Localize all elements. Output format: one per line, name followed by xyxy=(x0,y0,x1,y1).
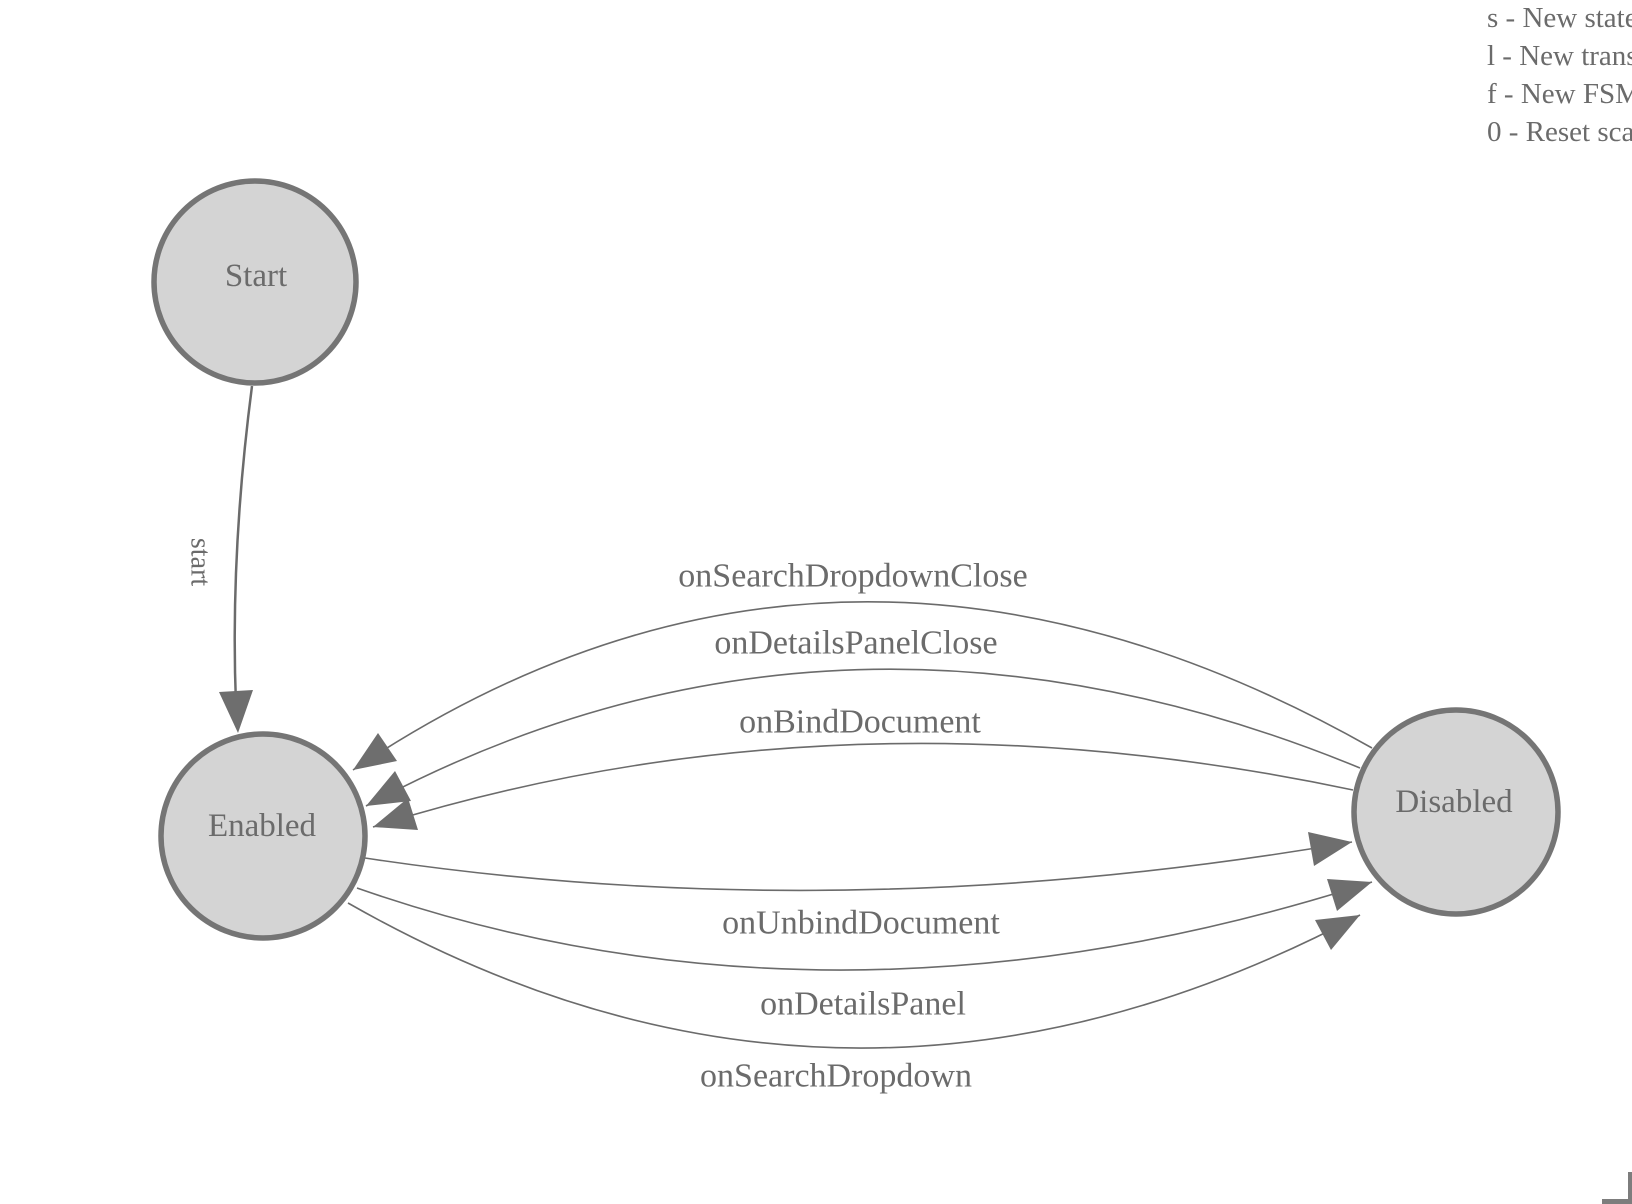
transition-onSearchDropdownClose-edge[interactable] xyxy=(352,601,1373,771)
transition-onSearchDropdown-label: onSearchDropdown xyxy=(700,1058,972,1095)
transition-onSearchDropdownClose-label: onSearchDropdownClose xyxy=(678,558,1027,595)
transition-onUnbindDocument-edge[interactable] xyxy=(364,841,1353,892)
clipped-box-corner-vertical xyxy=(1628,1172,1632,1204)
shortcut-legend: s - New state l - New transition f - New… xyxy=(1487,2,1632,148)
clipped-box-corner xyxy=(1602,1172,1632,1204)
state-node-start: Start xyxy=(151,178,359,386)
arrowhead-icon xyxy=(219,690,253,733)
transition-onDetailsPanelClose-edge[interactable] xyxy=(365,668,1361,807)
clipped-box-corner-horizontal xyxy=(1602,1199,1632,1204)
transition-start-label: start xyxy=(185,538,216,586)
transition-onDetailsPanelClose: onDetailsPanelClose xyxy=(365,625,1361,807)
transition-onBindDocument: onBindDocument xyxy=(372,704,1354,830)
state-node-disabled-circle[interactable] xyxy=(1351,707,1561,917)
transition-onDetailsPanel: onDetailsPanel xyxy=(356,879,1373,1023)
legend-item-new-transition: l - New transition xyxy=(1487,40,1632,72)
state-node-enabled-circle[interactable] xyxy=(158,731,368,941)
transition-onDetailsPanel-label: onDetailsPanel xyxy=(760,986,966,1023)
transition-onSearchDropdown-edge[interactable] xyxy=(347,902,1361,1049)
transition-onSearchDropdownClose: onSearchDropdownClose xyxy=(352,558,1373,771)
transition-onDetailsPanelClose-label: onDetailsPanelClose xyxy=(714,625,997,662)
state-node-disabled: Disabled xyxy=(1351,707,1561,917)
legend-item-reset-scale: 0 - Reset scale xyxy=(1487,116,1632,148)
legend-item-new-state: s - New state xyxy=(1487,2,1632,34)
arrowhead-icon xyxy=(1315,915,1360,950)
transition-start: start xyxy=(185,385,254,733)
transition-onUnbindDocument-label: onUnbindDocument xyxy=(722,905,1000,942)
arrowhead-icon xyxy=(1308,832,1352,866)
state-node-disabled-label: Disabled xyxy=(1395,784,1513,820)
arrowhead-icon xyxy=(366,771,411,806)
transition-onBindDocument-edge[interactable] xyxy=(372,742,1354,828)
state-node-start-circle[interactable] xyxy=(151,178,359,386)
legend-item-new-fsm: f - New FSM xyxy=(1487,78,1632,110)
state-node-enabled-label: Enabled xyxy=(208,808,317,844)
transition-onDetailsPanel-edge[interactable] xyxy=(356,881,1373,971)
arrowhead-icon xyxy=(373,798,418,830)
transition-onSearchDropdown: onSearchDropdown xyxy=(347,902,1361,1095)
state-node-start-label: Start xyxy=(225,258,287,294)
transition-onUnbindDocument: onUnbindDocument xyxy=(364,832,1353,942)
arrowhead-icon xyxy=(1327,879,1372,911)
state-node-enabled: Enabled xyxy=(158,731,368,941)
transition-start-edge[interactable] xyxy=(233,385,254,706)
transition-onBindDocument-label: onBindDocument xyxy=(739,704,981,741)
arrowhead-icon xyxy=(353,733,397,770)
